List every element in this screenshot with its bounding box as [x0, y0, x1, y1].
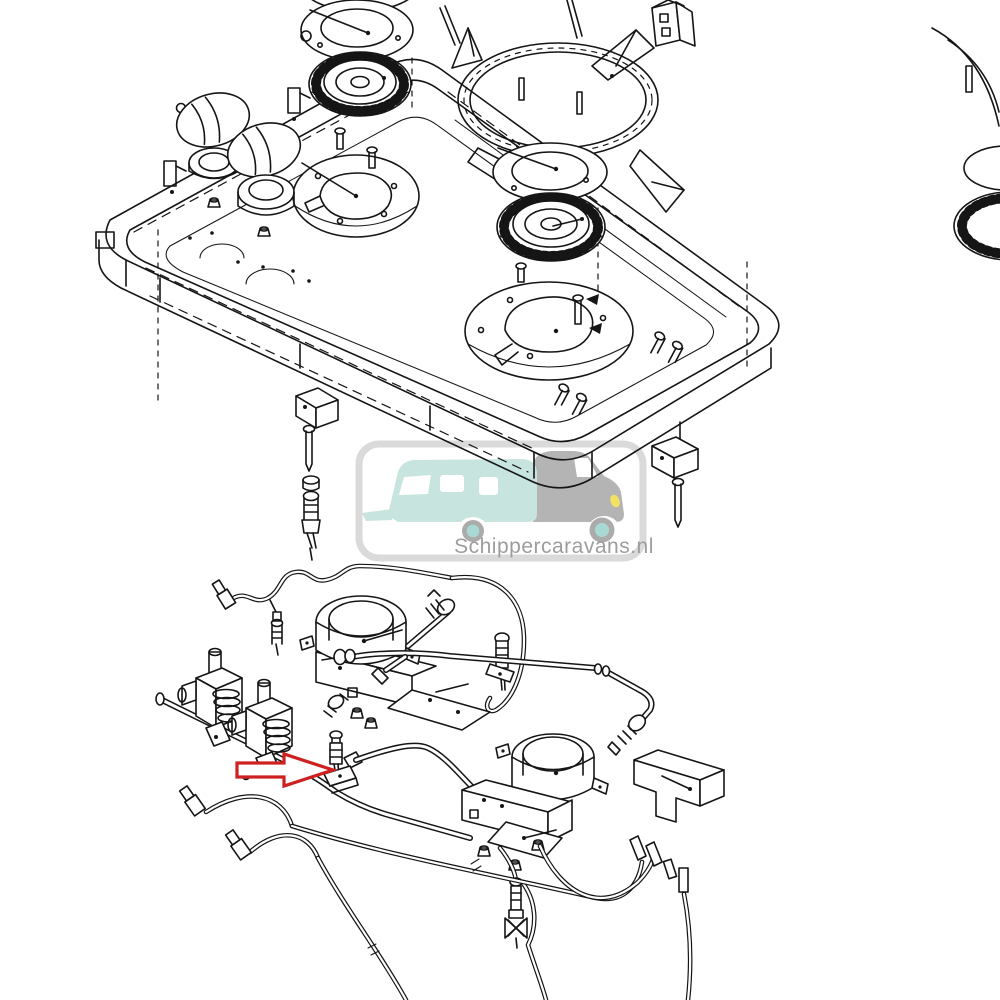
wiring-harness: [178, 785, 693, 1000]
manifold-assembly: [155, 563, 725, 1000]
fixing-bracket-left: [295, 387, 339, 429]
logo-caravan: [362, 459, 537, 543]
injector-electrode: [323, 730, 359, 794]
elbow-union-small: [323, 693, 349, 718]
spade-connector-ignition: [211, 579, 237, 610]
venturi-fitting: [405, 589, 456, 649]
small-electrode-left: [269, 599, 284, 656]
watermark-logo: Schippercaravans.nl: [355, 440, 654, 562]
gas-pipe-elbow-right: [601, 665, 655, 756]
mounting-plate-left: [292, 154, 420, 238]
gas-valve-2: [227, 678, 293, 781]
burner-ring-left: [308, 51, 412, 117]
wing-nut-electrode: [497, 845, 549, 1000]
rim-screws-bottom: [554, 383, 588, 416]
screw-plate-left-1: [334, 127, 346, 150]
rim-screws-right: [650, 331, 684, 364]
burner-body-right: [495, 733, 609, 801]
van-headlight: [610, 494, 620, 508]
caravan-window-3: [479, 477, 498, 495]
small-ball: [300, 30, 312, 42]
caravan-drawbar: [362, 509, 392, 521]
highlight-arrow: [235, 751, 339, 789]
cooktop-exploded: [95, 0, 1000, 561]
fixing-bracket-right: [651, 436, 699, 479]
burner-cap-left: [300, 0, 414, 61]
connector-block-top: [651, 0, 696, 47]
spade-connector-1: [178, 785, 207, 817]
watermark-text: Schippercaravans.nl: [454, 535, 654, 558]
caravan-front-window: [399, 475, 431, 495]
burner-ring-right: [496, 192, 606, 262]
injector-tube: [343, 742, 486, 801]
deck-clip-left: [163, 160, 187, 194]
caravan-wheel-hub: [466, 524, 480, 538]
spark-electrode-top: [301, 490, 321, 561]
mounting-plate-right: [464, 281, 634, 381]
screw-between-burners: [515, 262, 527, 283]
gas-pipe-horizontal: [321, 648, 603, 685]
watermark-frame: [355, 440, 647, 562]
logo-van: [533, 451, 624, 544]
gas-valve-1: [177, 647, 243, 747]
screw-plate-left-2: [366, 146, 378, 169]
deck-clip-top: [287, 87, 311, 121]
drop-rod: [439, 0, 583, 46]
cone-nuts-centre: [350, 707, 378, 729]
long-bolt-right: [671, 477, 685, 528]
connector-sleeves-right: [629, 835, 689, 893]
frame-side-tab: [95, 231, 115, 249]
caravan-window-2: [440, 475, 464, 492]
control-knob-1: [175, 92, 251, 148]
van-wheel-hub: [595, 523, 609, 537]
cover-block-right: [633, 749, 725, 823]
spade-connector-2: [224, 829, 253, 861]
right-edge-partials: [931, 27, 1000, 261]
flange-nut: [302, 475, 320, 492]
push-nuts-deck: [207, 197, 271, 237]
ignition-lead: [211, 563, 527, 714]
spacer-cylinder: [237, 174, 295, 216]
long-bolt-left: [302, 424, 316, 472]
